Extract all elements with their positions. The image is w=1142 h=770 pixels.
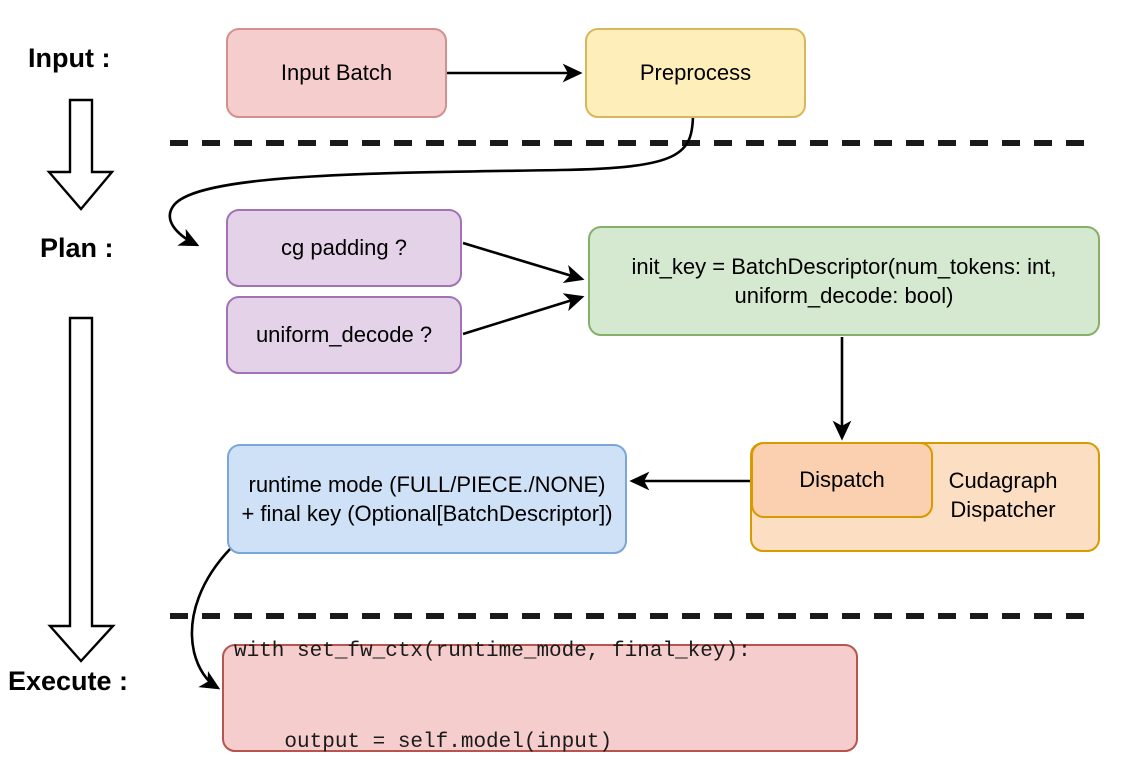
node-input-batch-label: Input Batch (280, 60, 393, 86)
node-dispatch-label: Dispatch (799, 467, 885, 493)
node-runtime-mode-line-1: runtime mode (FULL/PIECE./NONE) (248, 471, 606, 497)
node-cudagraph-dispatcher-line-2: Dispatcher (950, 497, 1056, 523)
stage-label-execute: Execute : (8, 666, 129, 696)
node-execute-code-line-1: with set_fw_ctx(runtime_mode, final_key)… (234, 640, 751, 664)
node-preprocess[interactable]: Preprocess (585, 28, 806, 118)
stage-label-input: Input : (28, 43, 111, 73)
node-init-key-text: init_key = BatchDescriptor(num_tokens: i… (632, 252, 1057, 310)
node-cg-padding-label: cg padding ? (281, 235, 407, 261)
edge-cg-padding-to-init-key (462, 241, 585, 283)
edge-preprocess-to-cg-padding (168, 112, 695, 247)
node-uniform-decode[interactable]: uniform_decode ? (226, 296, 462, 374)
node-runtime-mode-text: runtime mode (FULL/PIECE./NONE) + final … (241, 470, 612, 528)
node-preprocess-label: Preprocess (639, 60, 752, 86)
node-init-key-line-1: init_key = BatchDescriptor(num_tokens: i… (631, 253, 1057, 279)
input-to-plan-arrow (46, 98, 115, 211)
node-init-key[interactable]: init_key = BatchDescriptor(num_tokens: i… (588, 226, 1100, 336)
edge-runtime-mode-to-execute-code (190, 547, 232, 690)
node-dispatch[interactable]: Dispatch (751, 442, 933, 518)
node-input-batch[interactable]: Input Batch (226, 28, 447, 118)
node-execute-code-line-2: output = self.model(input) (234, 731, 613, 755)
node-cudagraph-dispatcher-text: Cudagraph Dispatcher (920, 466, 1086, 524)
node-runtime-mode-line-2: + final key (Optional[BatchDescriptor]) (241, 501, 613, 526)
node-execute-code-text: with set_fw_ctx(runtime_mode, final_key)… (234, 576, 751, 770)
plan-to-execute-arrow (47, 316, 116, 663)
edge-uniform-decode-to-init-key (462, 293, 585, 336)
stage-label-plan: Plan : (40, 233, 114, 263)
node-init-key-line-2: uniform_decode: bool) (734, 283, 954, 308)
node-cudagraph-dispatcher-line-1: Cudagraph (948, 468, 1058, 493)
node-cg-padding[interactable]: cg padding ? (226, 209, 462, 287)
node-runtime-mode[interactable]: runtime mode (FULL/PIECE./NONE) + final … (227, 444, 627, 554)
node-uniform-decode-label: uniform_decode ? (255, 322, 433, 348)
node-execute-code[interactable]: with set_fw_ctx(runtime_mode, final_key)… (222, 640, 858, 754)
